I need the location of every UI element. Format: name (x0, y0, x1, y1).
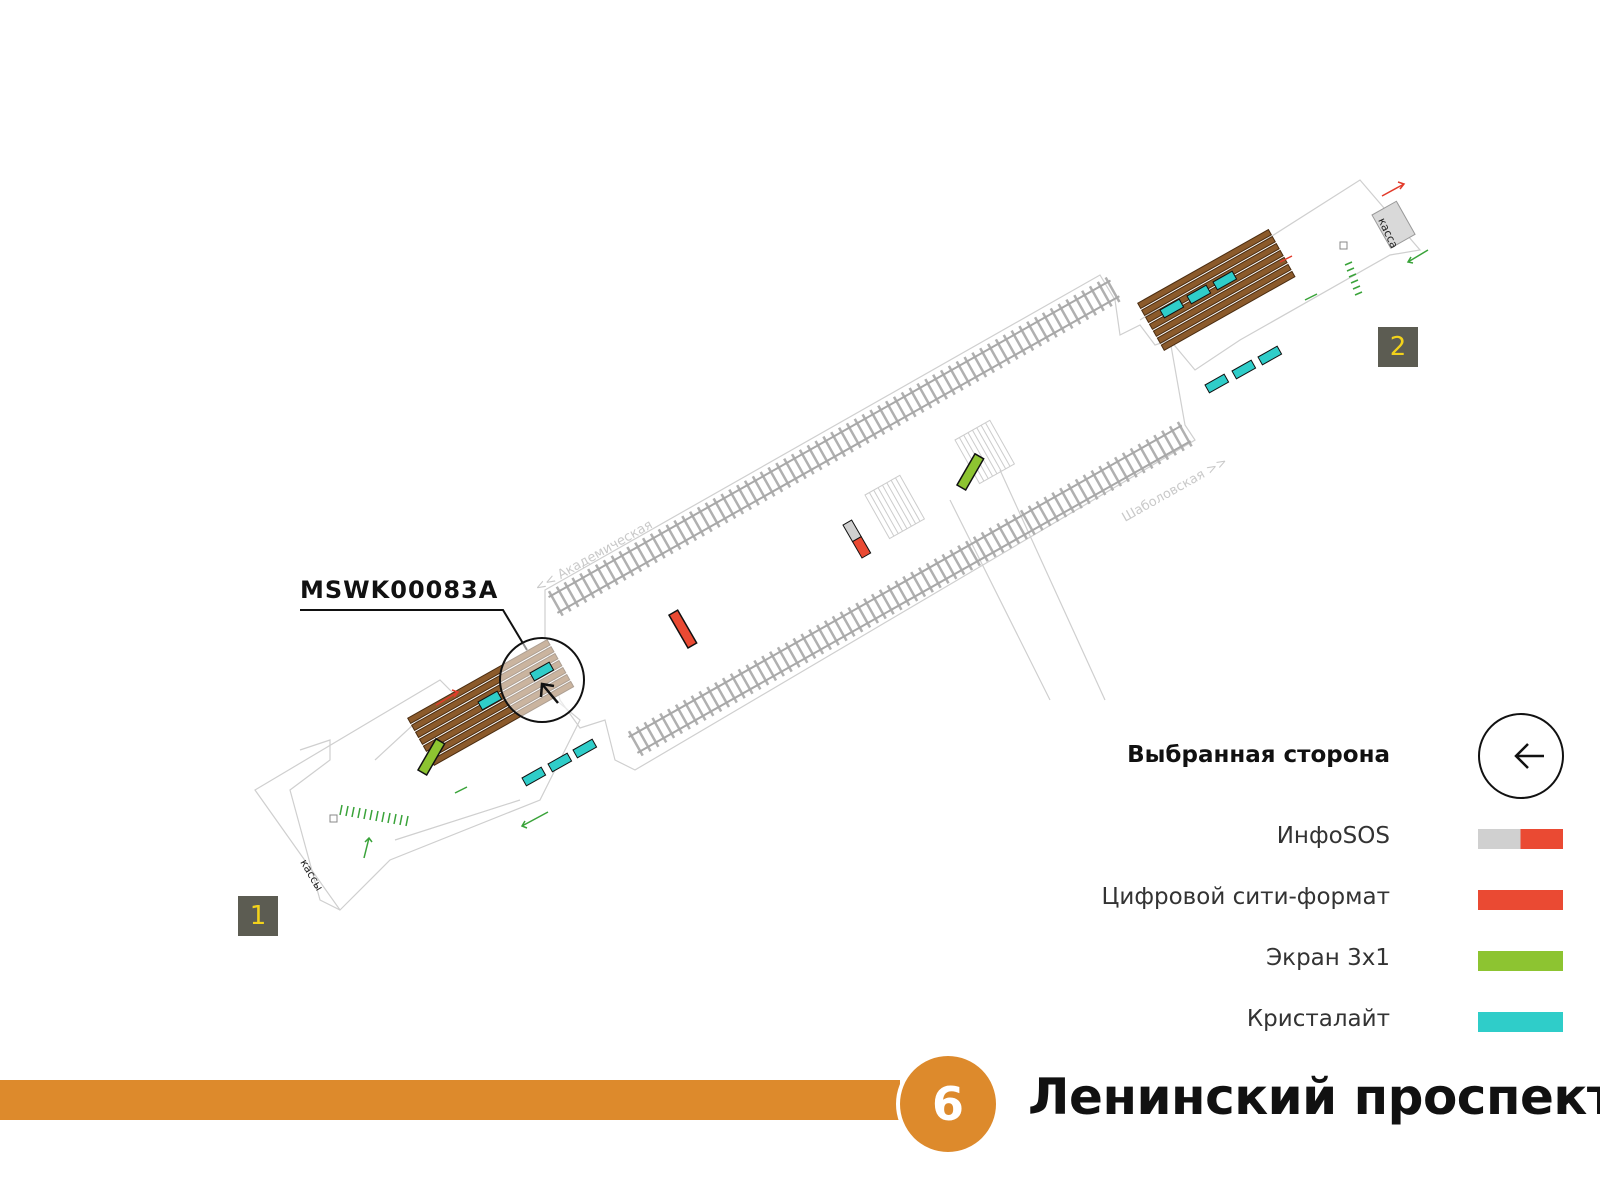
platform-stairs-2 (954, 419, 1016, 485)
kristalite-panel (1257, 345, 1283, 366)
turnstiles-exit-1 (339, 804, 409, 827)
legend-selected-side: Выбранная сторона (1127, 742, 1390, 768)
kristalite-panel (1204, 373, 1230, 394)
kristalite-panels (477, 270, 1283, 787)
line-color-bar (0, 1080, 900, 1120)
kristalite-panel (1159, 298, 1185, 319)
turnstiles-exit-2 (1344, 261, 1363, 296)
legend-swatch-digital-city (1478, 890, 1563, 910)
kristalite-panel (477, 690, 503, 711)
kristalite-panel (521, 766, 547, 787)
kristalite-panel (1186, 284, 1212, 305)
exit-badge-2: 2 (1378, 327, 1418, 367)
legend-label-screen-3x1: Экран 3x1 (1266, 945, 1390, 971)
device-code-label: MSWK00083A (300, 576, 499, 604)
station-name: Ленинский проспект (1028, 1068, 1600, 1126)
arrow-left-icon (1514, 743, 1544, 769)
track-south (626, 421, 1194, 758)
arrow-up-left-icon (539, 682, 559, 704)
legend-swatch-screen-3x1 (1478, 951, 1563, 971)
turnstile-booth-2 (1339, 241, 1348, 250)
legend-swatch-infosos (1478, 829, 1563, 849)
infosos-panel (842, 519, 872, 559)
turnstile-booth-1 (329, 814, 338, 823)
track-north (546, 276, 1122, 618)
legend-swatch-kristalite (1478, 1012, 1563, 1032)
escalators-exit-2 (1137, 228, 1296, 351)
screen-3x1-panel (416, 737, 446, 777)
kristalite-panel (1231, 359, 1257, 380)
legend-label-kristalite: Кристалайт (1246, 1006, 1390, 1032)
kristalite-panel (1212, 270, 1238, 291)
exit-badge-1: 1 (238, 896, 278, 936)
kassa-booth (1371, 200, 1416, 249)
screen-3x1-panels (416, 452, 985, 777)
platform-stairs-1 (864, 474, 926, 540)
digital-city-format-panel (667, 609, 698, 650)
line-number-badge: 6 (896, 1052, 1000, 1156)
selected-device-marker (300, 609, 585, 723)
screen-3x1-panel (955, 452, 985, 492)
kristalite-panel (547, 752, 573, 773)
legend-label-digital-city: Цифровой сити-формат (1101, 884, 1390, 910)
platform-outline (254, 179, 1422, 911)
label-kassy: кассы (297, 857, 325, 893)
selected-side-indicator (1478, 713, 1564, 799)
legend-label-infosos: ИнфоSOS (1276, 823, 1390, 849)
kristalite-panel (572, 738, 598, 759)
